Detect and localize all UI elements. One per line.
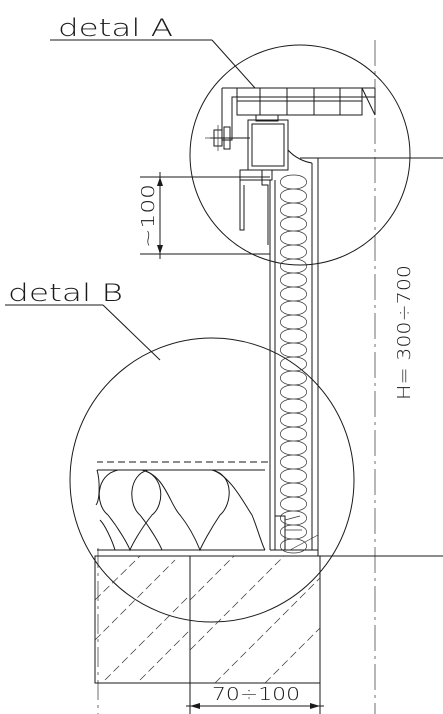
overlap-dimension-label: ~100 bbox=[138, 184, 159, 248]
concrete-foundation bbox=[94, 555, 321, 684]
formwork-dashed bbox=[97, 200, 271, 463]
vertical-insulation bbox=[280, 174, 307, 554]
bolt-fixing bbox=[205, 125, 250, 151]
width-dimension-label: 70÷100 bbox=[212, 684, 300, 705]
overlap-dimension bbox=[140, 172, 270, 259]
detail-a-label: detal A bbox=[58, 14, 173, 42]
detail-b-leader bbox=[5, 304, 161, 361]
horizontal-insulation bbox=[95, 469, 266, 552]
bottom-seal bbox=[274, 515, 319, 551]
width-dimension bbox=[186, 683, 324, 714]
detail-a-leader bbox=[50, 39, 256, 89]
height-dimension-label: H= 300÷700 bbox=[394, 265, 415, 400]
coping-assembly bbox=[221, 87, 376, 141]
detail-b-circle bbox=[69, 337, 355, 623]
axis-lines bbox=[97, 40, 376, 714]
detail-b-label: detal B bbox=[8, 279, 123, 307]
steel-bracket bbox=[239, 114, 313, 245]
detail-a-circle bbox=[189, 44, 411, 266]
